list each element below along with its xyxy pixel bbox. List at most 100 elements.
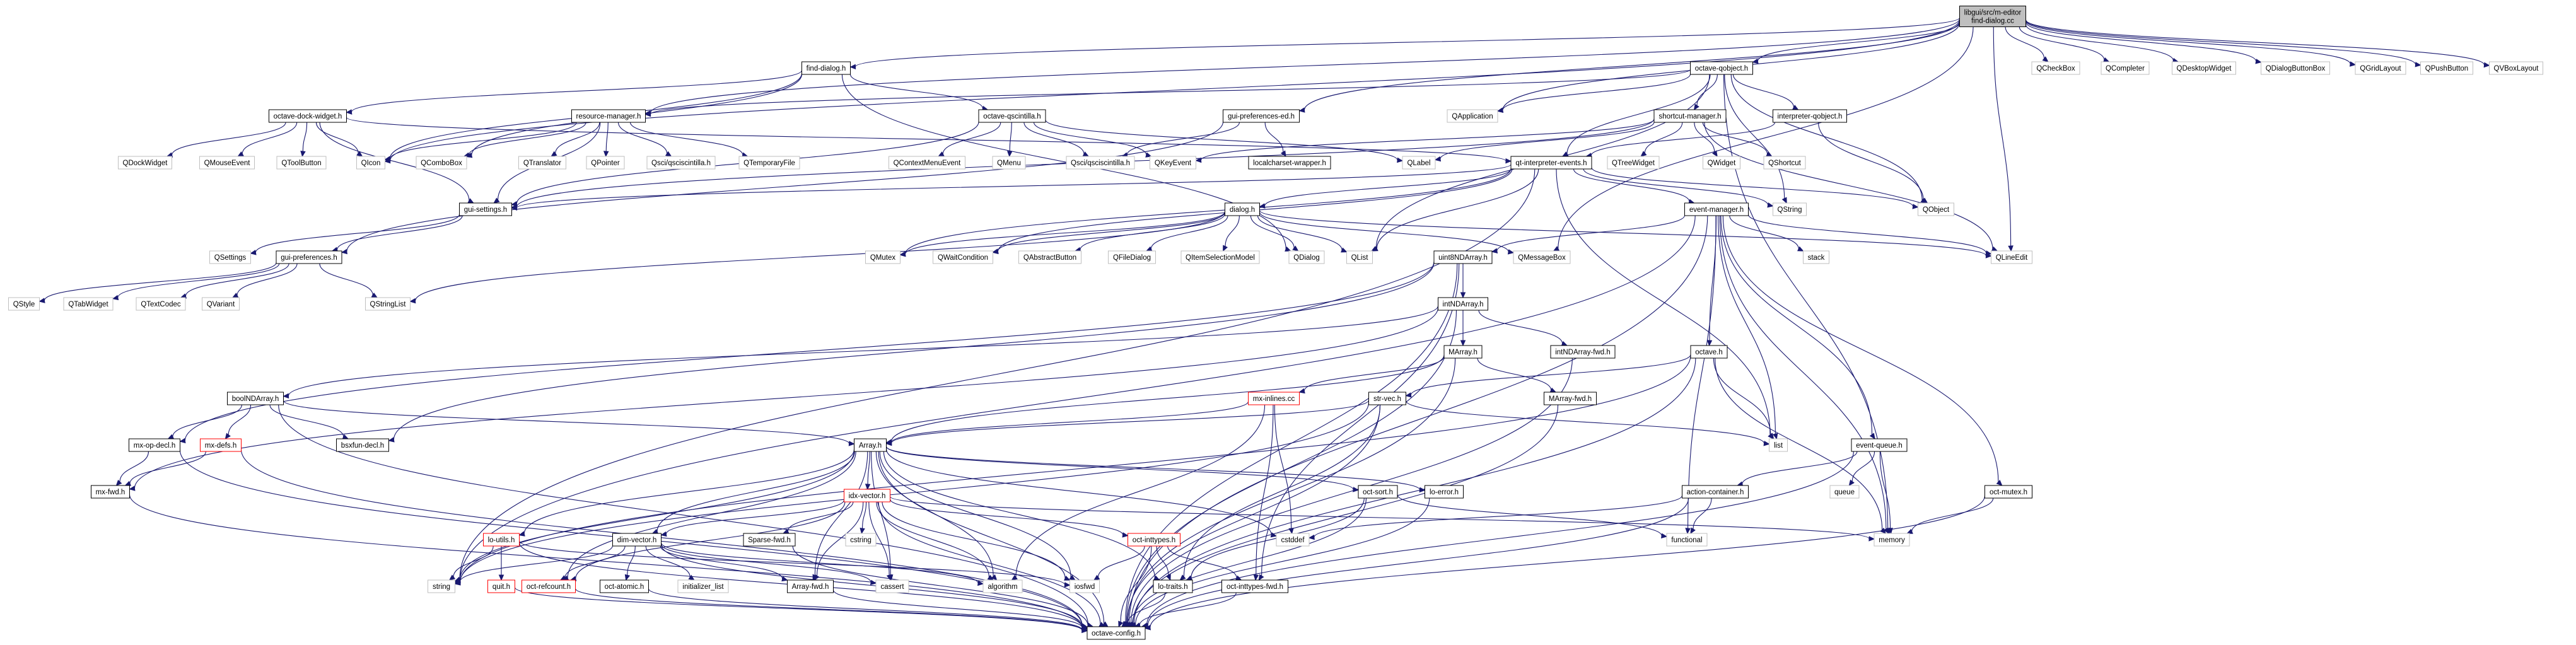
graph-node-boolndarray-h[interactable]: boolNDArray.h [227, 392, 284, 405]
node-label: octave-config.h [1092, 630, 1141, 637]
graph-node-array-fwd-h[interactable]: Array-fwd.h [787, 579, 834, 593]
graph-edge [849, 74, 989, 112]
graph-node-quit-h[interactable]: quit.h [487, 579, 515, 593]
graph-node-mx-inlines-cc[interactable]: mx-inlines.cc [1248, 392, 1300, 405]
node-label: oct-inttypes-fwd.h [1227, 583, 1283, 591]
graph-edge [885, 446, 1360, 492]
graph-edge [511, 164, 1512, 211]
graph-node-interpreter-qobject-h[interactable]: interpreter-qobject.h [1773, 109, 1847, 123]
graph-node-find-dialog-h[interactable]: find-dialog.h [801, 61, 851, 75]
node-label: shortcut-manager.h [1658, 113, 1721, 120]
graph-node-qvariant: QVariant [202, 297, 240, 311]
graph-edge [617, 122, 672, 157]
graph-edge [1397, 494, 1668, 538]
graph-node-bsxfun-decl-h[interactable]: bsxfun-decl.h [336, 438, 389, 452]
graph-node-gui-preferences-ed-h[interactable]: gui-preferences-ed.h [1223, 109, 1300, 123]
graph-node-oct-inttypes-h[interactable]: oct-inttypes.h [1128, 533, 1180, 547]
graph-node-oct-mutex-h[interactable]: oct-mutex.h [1984, 485, 2032, 499]
graph-node-idx-vector-h[interactable]: idx-vector.h [844, 489, 890, 503]
graph-edge [1460, 264, 1466, 299]
graph-edge [1730, 74, 1927, 204]
graph-node-qmouseevent: QMouseEvent [199, 156, 255, 170]
node-label: str-vec.h [1373, 395, 1401, 403]
graph-node-str-vec-h[interactable]: str-vec.h [1368, 392, 1406, 405]
graph-node-oct-refcount-h[interactable]: oct-refcount.h [522, 579, 576, 593]
node-label: MArray.h [1448, 349, 1477, 356]
graph-node-resource-manager-h[interactable]: resource-manager.h [571, 109, 646, 123]
graph-node-qwidget: QWidget [1703, 156, 1740, 170]
graph-node-gui-preferences-h[interactable]: gui-preferences.h [276, 250, 342, 264]
graph-edge [1257, 215, 1348, 253]
graph-edge [1747, 214, 1992, 256]
graph-node-octave-qobject-h[interactable]: octave-qobject.h [1690, 61, 1753, 75]
node-label: cassert [880, 583, 904, 591]
graph-node-qtabwidget: QTabWidget [63, 297, 114, 311]
node-label: octave.h [1695, 349, 1722, 356]
graph-node-marray-fwd-h[interactable]: MArray-fwd.h [1544, 392, 1597, 405]
graph-node-mx-fwd-h[interactable]: mx-fwd.h [91, 485, 130, 499]
graph-edge [1128, 357, 1696, 627]
graph-edge [624, 545, 636, 581]
node-label: QPointer [591, 160, 620, 167]
graph-node-shortcut-manager-h[interactable]: shortcut-manager.h [1653, 109, 1727, 123]
node-label: QApplication [1452, 113, 1493, 120]
graph-edge [551, 122, 600, 157]
graph-node-qsettings: QSettings [209, 250, 251, 264]
graph-node-gui-settings-h[interactable]: gui-settings.h [459, 202, 512, 216]
node-label: QCheckBox [2036, 65, 2075, 73]
graph-node-mx-defs-h[interactable]: mx-defs.h [200, 438, 242, 452]
node-label: QMessageBox [1518, 254, 1566, 262]
node-label: QStyle [13, 301, 35, 308]
graph-node-sparse-fwd-h[interactable]: Sparse-fwd.h [743, 533, 796, 547]
graph-edge [841, 74, 1291, 252]
graph-node-oct-sort-h[interactable]: oct-sort.h [1358, 485, 1398, 499]
graph-node-action-container-h[interactable]: action-container.h [1682, 485, 1749, 499]
graph-edge [1719, 215, 1889, 535]
graph-edge [660, 543, 877, 585]
graph-node-lo-traits-h[interactable]: lo-traits.h [1153, 579, 1193, 593]
graph-edge [1817, 122, 1928, 204]
graph-node-cstring: cstring [845, 533, 877, 547]
node-label: gui-settings.h [464, 206, 507, 214]
graph-edge [1253, 404, 1274, 581]
graph-edge [871, 451, 894, 581]
graph-edge [283, 306, 1439, 399]
graph-node-qkeyevent: QKeyEvent [1150, 156, 1196, 170]
edge-layer [38, 17, 2490, 634]
node-label: qt-interpreter-events.h [1515, 160, 1587, 167]
graph-node-event-manager-h[interactable]: event-manager.h [1684, 202, 1749, 216]
graph-node-dim-vector-h[interactable]: dim-vector.h [612, 533, 661, 547]
graph-node-qdialogbuttonbox: QDialogButtonBox [2261, 61, 2330, 75]
graph-node-event-queue-h[interactable]: event-queue.h [1851, 438, 1908, 452]
graph-node-intndarray-h[interactable]: intNDArray.h [1438, 297, 1488, 311]
graph-node-octave-config-h[interactable]: octave-config.h [1087, 626, 1146, 640]
graph-node-list: list [1769, 438, 1788, 452]
graph-node-marray-h[interactable]: MArray.h [1443, 345, 1483, 359]
node-label: cstring [850, 537, 871, 544]
graph-node-uint8ndarray-h[interactable]: uint8NDArray.h [1433, 250, 1493, 264]
graph-edge [860, 501, 867, 535]
node-label: QMenu [997, 160, 1021, 167]
graph-node-octave-qscintilla-h[interactable]: octave-qscintilla.h [978, 109, 1046, 123]
graph-node-dialog-h[interactable]: dialog.h [1225, 202, 1260, 216]
graph-node-lo-error-h[interactable]: lo-error.h [1425, 485, 1464, 499]
graph-edge [231, 263, 298, 298]
graph-edge [1718, 215, 1778, 440]
graph-node-lo-utils-h[interactable]: lo-utils.h [483, 533, 520, 547]
node-label: initializer_list [682, 583, 724, 591]
graph-node-intndarray-fwd-h[interactable]: intNDArray-fwd.h [1550, 345, 1616, 359]
graph-node-initializer-list: initializer_list [677, 579, 729, 593]
graph-edge [1729, 215, 1804, 252]
graph-edge [341, 121, 1224, 255]
graph-node-mx-op-decl-h[interactable]: mx-op-decl.h [129, 438, 180, 452]
node-label: gui-preferences-ed.h [1228, 113, 1295, 120]
graph-node-octave-dock-widget-h[interactable]: octave-dock-widget.h [269, 109, 347, 123]
graph-node-octave-h[interactable]: octave.h [1690, 345, 1728, 359]
graph-node-oct-inttypes-fwd-h[interactable]: oct-inttypes-fwd.h [1221, 579, 1288, 593]
graph-node-oct-atomic-h[interactable]: oct-atomic.h [600, 579, 649, 593]
graph-node-array-h[interactable]: Array.h [854, 438, 887, 452]
graph-node-qt-interpreter-events-h[interactable]: qt-interpreter-events.h [1510, 156, 1592, 170]
graph-node-localcharset-wrapper-h[interactable]: localcharset-wrapper.h [1248, 156, 1331, 170]
